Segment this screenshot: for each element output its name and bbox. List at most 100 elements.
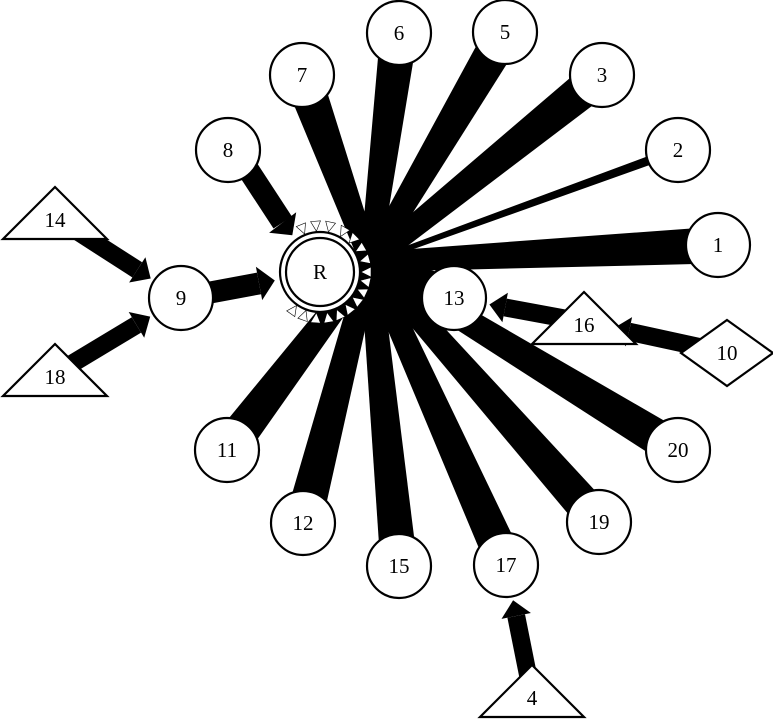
node-15[interactable]: 15 [365,532,433,600]
edge-15-to-R [360,261,416,549]
edge-5-to-R [361,39,511,268]
hub-arrowhead-0 [295,222,306,235]
node-label: 12 [293,511,314,535]
circle-shape [644,116,712,184]
hub-arrowhead-4 [348,231,361,244]
triangle-shape [529,290,639,346]
edge-3-to-R [363,73,599,270]
node-label: 13 [444,286,465,310]
hub-arrowhead-9 [356,288,369,299]
node-2[interactable]: 2 [644,116,712,184]
hub-arrowhead-15 [297,309,308,323]
node-19[interactable]: 19 [565,488,633,556]
circle-shape [644,416,712,484]
circle-shape [147,264,215,332]
node-1[interactable]: 1 [684,211,752,279]
edge-7-to-R [291,86,380,266]
circle-shape [471,0,539,66]
arrowhead-8-to-R [269,212,297,236]
arrowhead-4-to-17 [501,600,531,619]
hub-arrowhead-10 [351,296,364,308]
node-label: 20 [668,438,689,462]
circle-shape [420,264,488,332]
node-label: 14 [45,208,67,232]
node-label: 1 [713,233,724,257]
triangle-shape [0,185,110,241]
hub-arrowhead-7 [360,266,372,278]
node-label: 19 [589,510,610,534]
node-3[interactable]: 3 [568,41,636,109]
arrowhead-16-to-13 [489,292,508,323]
circle-shape [568,41,636,109]
hub-arrowhead-14 [310,312,321,324]
node-6[interactable]: 6 [365,0,433,67]
circle-shape [365,0,433,67]
edge-17-to-R [361,257,515,555]
node-20[interactable]: 20 [644,416,712,484]
edge-1-to-R [369,228,700,272]
node-14[interactable]: 14 [0,185,110,241]
arrowheads-layer [286,220,372,324]
hub-arrowhead-2 [325,220,337,233]
hub-arrowhead-3 [340,224,351,238]
triangle-shape [0,342,110,398]
node-label: 11 [217,438,237,462]
arrowhead-18-to-9 [128,312,151,338]
circle-shape [565,488,633,556]
circle-shape [365,532,433,600]
node-16[interactable]: 16 [529,290,639,346]
circle-shape [194,116,262,184]
arrowhead-14-to-9 [129,257,151,283]
node-10[interactable]: 10 [679,318,773,388]
edge-19-to-R [362,255,600,520]
root-inner-ring [284,236,356,308]
node-label: 6 [394,21,405,45]
circle-shape [684,211,752,279]
hub-arrowhead-11 [344,303,356,316]
circle-shape [268,41,336,109]
hub-arrowhead-16 [286,305,297,318]
node-12[interactable]: 12 [269,489,337,557]
node-4[interactable]: 4 [477,663,587,719]
node-R[interactable]: R [278,230,362,314]
node-label: 9 [176,286,187,310]
node-18[interactable]: 18 [0,342,110,398]
hub-arrowhead-13 [323,311,335,324]
edge-6-to-R [360,49,415,264]
node-label: 2 [673,138,684,162]
circle-shape [269,489,337,557]
node-label: 3 [597,63,608,87]
edge-2-to-R [369,152,662,265]
node-label: 15 [389,554,410,578]
node-5[interactable]: 5 [471,0,539,66]
node-label: 8 [223,138,234,162]
node-label: R [313,260,327,284]
hub-arrowhead-1 [310,220,321,232]
diamond-shape [679,318,773,388]
circle-shape [472,531,540,599]
node-7[interactable]: 7 [268,41,336,109]
triangle-shape [477,663,587,719]
hub-arrowhead-5 [354,241,368,252]
hub-arrowhead-6 [358,253,372,264]
hub-arrowhead-8 [359,277,372,289]
node-label: 16 [574,313,595,337]
node-11[interactable]: 11 [193,416,261,484]
node-label: 10 [717,341,738,365]
node-label: 18 [45,365,66,389]
edge-18-to-9 [62,317,142,375]
node-label: 17 [496,553,517,577]
arrowhead-9-to-R [255,266,275,301]
node-9[interactable]: 9 [147,264,215,332]
node-13[interactable]: 13 [420,264,488,332]
node-label: 4 [527,686,538,710]
hub-arrowhead-12 [335,308,346,322]
node-label: 5 [500,20,511,44]
edge-12-to-R [290,259,380,509]
node-label: 7 [297,63,308,87]
circle-shape [193,416,261,484]
node-8[interactable]: 8 [194,116,262,184]
node-17[interactable]: 17 [472,531,540,599]
